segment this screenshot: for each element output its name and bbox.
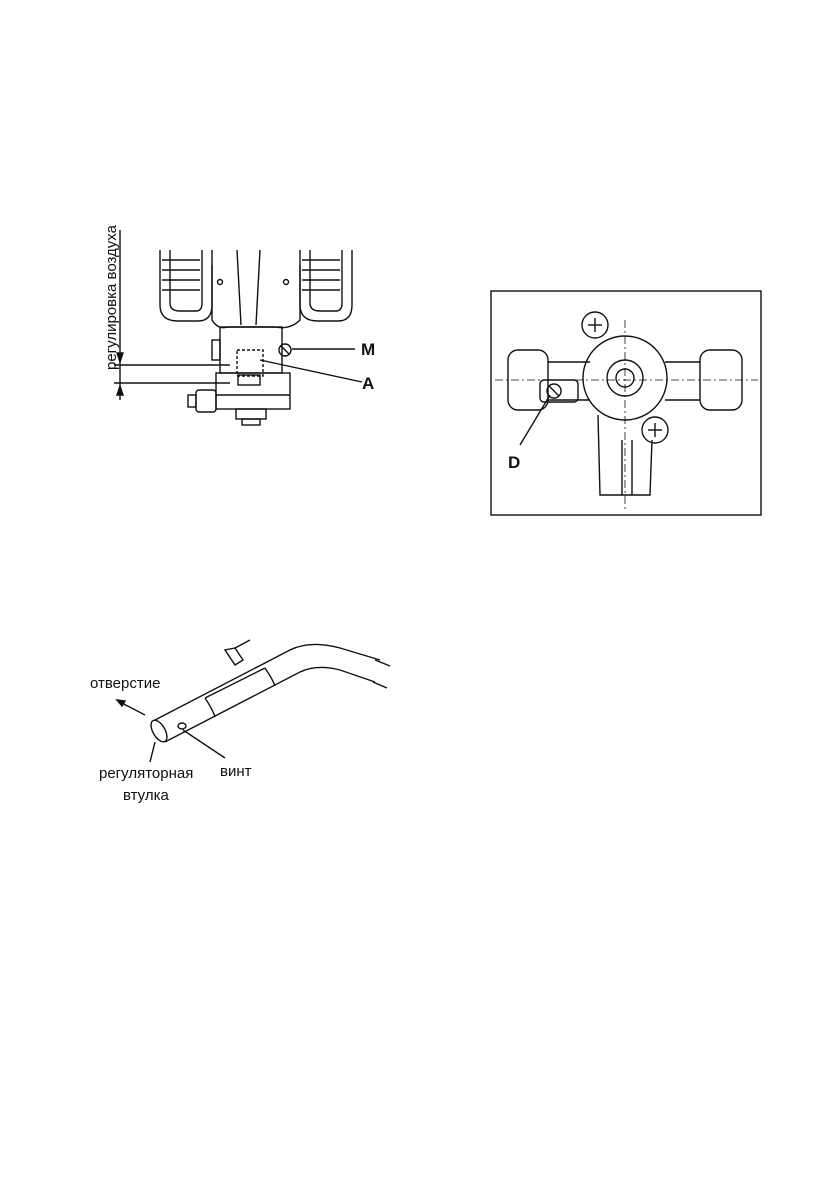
air-adjustment-label: регулировка воздуха [103, 225, 120, 370]
sleeve-label-line2: втулка [123, 787, 169, 804]
figure-frame [490, 290, 762, 516]
valve-top-view-figure: D [490, 290, 762, 516]
burner-air-adjustment-figure: регулировка воздуха M A [103, 225, 375, 426]
screw-label: винт [220, 763, 252, 780]
sleeve-label-line1: регуляторная [99, 765, 193, 782]
label-d: D [508, 453, 520, 472]
label-a: A [362, 374, 374, 393]
hole-label: отверстие [90, 675, 160, 692]
label-m: M [361, 340, 375, 359]
tube-sleeve-figure: отверстие регуляторная втулка винт [90, 639, 391, 804]
